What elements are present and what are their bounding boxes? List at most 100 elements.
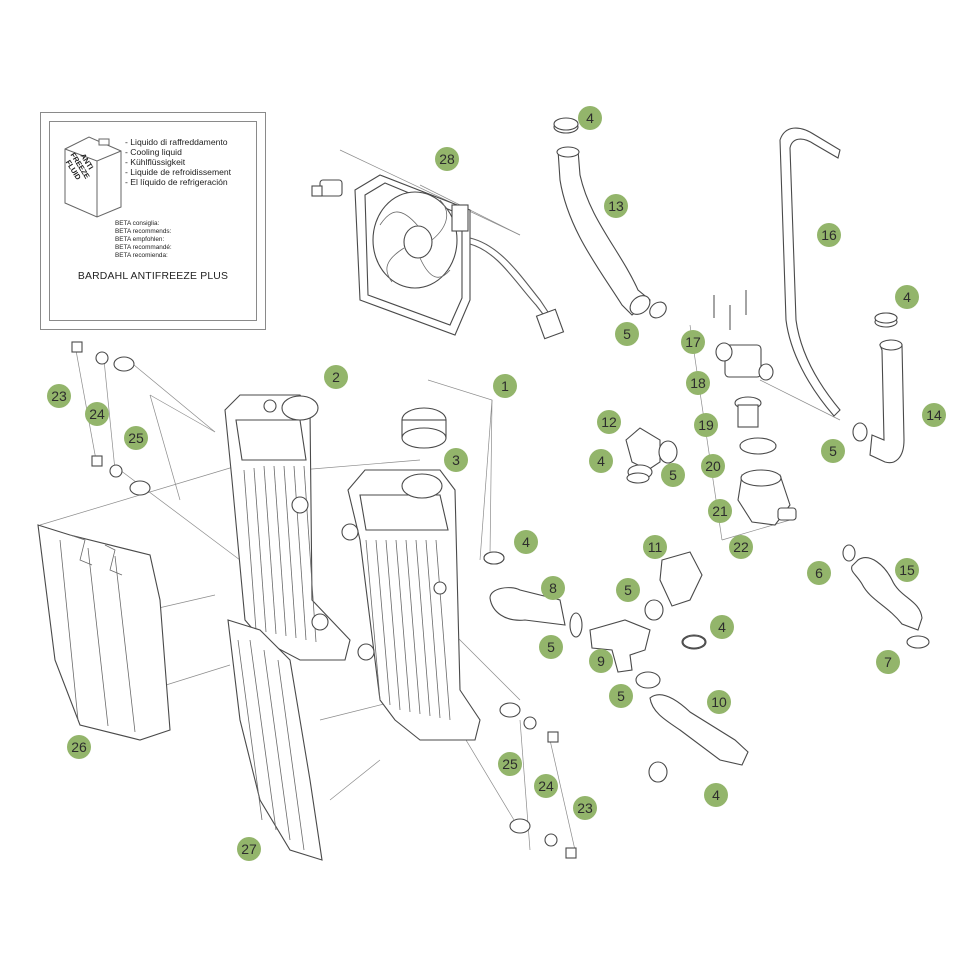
recommend-es: BETA recomienda: xyxy=(115,252,168,259)
callout-badge: 12 xyxy=(597,410,621,434)
svg-text:16: 16 xyxy=(821,227,837,243)
svg-text:5: 5 xyxy=(623,326,631,342)
svg-text:21: 21 xyxy=(712,503,728,519)
callout-badge: 10 xyxy=(707,690,731,714)
svg-text:13: 13 xyxy=(608,198,624,214)
callout-badge: 1 xyxy=(493,374,517,398)
callout-badge: 11 xyxy=(643,535,667,559)
svg-text:4: 4 xyxy=(903,289,911,305)
recommend-fr: BETA recommandé: xyxy=(115,244,172,251)
callout-badge: 21 xyxy=(708,499,732,523)
guard-27 xyxy=(227,619,323,861)
callout-badge: 24 xyxy=(534,774,558,798)
svg-text:10: 10 xyxy=(711,694,727,710)
callout-badge: 26 xyxy=(67,735,91,759)
callout-badge: 4 xyxy=(710,615,734,639)
callout-badge: 9 xyxy=(589,649,613,673)
callout-badge: 5 xyxy=(615,322,639,346)
svg-text:5: 5 xyxy=(829,443,837,459)
recommendation-list: BETA consiglia: BETA recommends: BETA em… xyxy=(115,220,172,260)
svg-text:23: 23 xyxy=(51,388,67,404)
callout-badge: 4 xyxy=(514,530,538,554)
svg-text:24: 24 xyxy=(89,406,105,422)
svg-text:9: 9 xyxy=(597,653,605,669)
coolant-name-de: - Kühlflüssigkeit xyxy=(125,157,186,167)
svg-text:17: 17 xyxy=(685,334,701,350)
hose-13 xyxy=(553,117,667,319)
callout-badge: 15 xyxy=(895,558,919,582)
callout-badge: 23 xyxy=(47,384,71,408)
svg-text:5: 5 xyxy=(547,639,555,655)
coolant-name-es: - El líquido de refrigeración xyxy=(125,177,228,187)
svg-text:6: 6 xyxy=(815,565,823,581)
callout-badge: 17 xyxy=(681,330,705,354)
lower-hoses xyxy=(483,551,749,783)
coolant-info-box: ANTI FREEZE FLUID - Liquido di raffredda… xyxy=(40,112,266,330)
svg-text:28: 28 xyxy=(439,151,455,167)
svg-text:3: 3 xyxy=(452,452,460,468)
callout-badge: 5 xyxy=(821,439,845,463)
callout-badge: 20 xyxy=(701,454,725,478)
svg-text:19: 19 xyxy=(698,417,714,433)
breather-hose-16 xyxy=(779,127,841,417)
svg-text:26: 26 xyxy=(71,739,87,755)
radiator-left xyxy=(224,394,351,661)
coolant-name-it: - Liquido di raffreddamento xyxy=(125,137,228,147)
svg-text:12: 12 xyxy=(601,414,617,430)
svg-text:23: 23 xyxy=(577,800,593,816)
svg-text:5: 5 xyxy=(617,688,625,704)
svg-text:14: 14 xyxy=(926,407,942,423)
svg-text:15: 15 xyxy=(899,562,915,578)
callout-badge: 24 xyxy=(85,402,109,426)
shroud-26 xyxy=(37,524,171,741)
svg-text:4: 4 xyxy=(597,453,605,469)
coolant-name-fr: - Liquide de refroidissement xyxy=(125,167,232,177)
svg-text:7: 7 xyxy=(884,654,892,670)
callout-badge: 22 xyxy=(729,535,753,559)
callout-badge: 3 xyxy=(444,448,468,472)
svg-text:20: 20 xyxy=(705,458,721,474)
thermostat-group xyxy=(713,290,797,526)
callout-badge: 4 xyxy=(704,783,728,807)
callout-badge: 4 xyxy=(589,449,613,473)
svg-text:2: 2 xyxy=(332,369,340,385)
hose-14 xyxy=(852,312,905,464)
svg-text:4: 4 xyxy=(522,534,530,550)
callout-badge: 4 xyxy=(578,106,602,130)
radiator-right xyxy=(341,469,481,741)
callout-badge: 14 xyxy=(922,403,946,427)
callout-badge: 2 xyxy=(324,365,348,389)
svg-text:25: 25 xyxy=(502,756,518,772)
hose-15 xyxy=(842,544,930,649)
callout-badge: 4 xyxy=(895,285,919,309)
coolant-name-en: - Cooling liquid xyxy=(125,147,182,157)
callout-badge: 27 xyxy=(237,837,261,861)
callout-badge: 19 xyxy=(694,413,718,437)
svg-text:24: 24 xyxy=(538,778,554,794)
recommend-it: BETA consiglia: xyxy=(115,220,160,227)
callout-badge: 18 xyxy=(686,371,710,395)
callout-badge: 28 xyxy=(435,147,459,171)
svg-text:4: 4 xyxy=(718,619,726,635)
product-name: BARDAHL ANTIFREEZE PLUS xyxy=(77,271,229,282)
callout-badge: 16 xyxy=(817,223,841,247)
callout-badge: 25 xyxy=(124,426,148,450)
svg-text:4: 4 xyxy=(712,787,720,803)
callout-badge: 13 xyxy=(604,194,628,218)
svg-text:8: 8 xyxy=(549,580,557,596)
callout-badge: 8 xyxy=(541,576,565,600)
svg-text:4: 4 xyxy=(586,110,594,126)
callout-badges: 28 4 13 16 5 4 17 18 14 19 12 5 4 5 20 2… xyxy=(47,106,946,861)
callout-badge: 5 xyxy=(609,684,633,708)
svg-text:5: 5 xyxy=(669,467,677,483)
callout-badge: 6 xyxy=(807,561,831,585)
svg-text:27: 27 xyxy=(241,841,257,857)
recommend-de: BETA empfohlen: xyxy=(115,236,165,243)
recommend-en: BETA recommends: xyxy=(115,228,172,235)
radiator-cap xyxy=(401,407,447,449)
svg-text:22: 22 xyxy=(733,539,749,555)
callout-badge: 5 xyxy=(616,578,640,602)
svg-text:5: 5 xyxy=(624,582,632,598)
